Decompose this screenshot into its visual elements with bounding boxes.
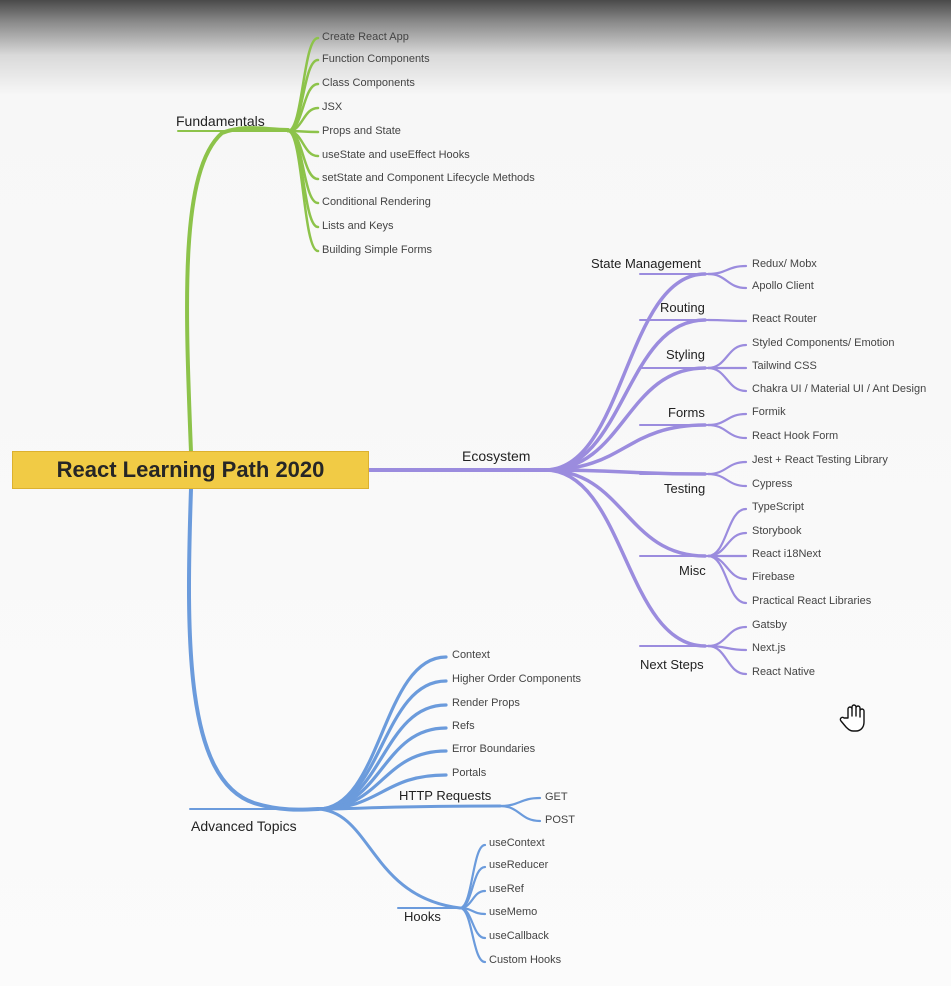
leaf-props-and-state[interactable]: Props and State (322, 125, 401, 137)
leaf-practical-react-libraries[interactable]: Practical React Libraries (752, 595, 872, 607)
ecosystem-connector (543, 318, 707, 472)
leaf-lists-and-keys[interactable]: Lists and Keys (322, 220, 394, 232)
leaf-higher-order-components[interactable]: Higher Order Components (452, 673, 582, 685)
leaf-setstate-and-component-lifecycle-methods[interactable]: setState and Component Lifecycle Methods (322, 172, 535, 184)
leaf-portals[interactable]: Portals (452, 767, 487, 779)
branch-ecosystem[interactable]: Ecosystem (462, 448, 531, 464)
hand-pointer-icon (839, 704, 865, 732)
ecosystem-connector (543, 468, 707, 558)
leaf-typescript[interactable]: TypeScript (752, 501, 804, 513)
leaf-refs[interactable]: Refs (452, 720, 475, 732)
leaf-jsx[interactable]: JSX (322, 101, 343, 113)
leaf-context[interactable]: Context (452, 649, 490, 661)
leaf-formik[interactable]: Formik (752, 406, 786, 418)
leaf-next-js[interactable]: Next.js (752, 642, 786, 654)
sub-routing[interactable]: Routing (660, 300, 705, 315)
leaf-useref[interactable]: useRef (489, 883, 524, 895)
sub-testing[interactable]: Testing (664, 481, 706, 496)
sub-forms[interactable]: Forms (668, 405, 705, 420)
leaf-usereducer[interactable]: useReducer (489, 859, 549, 871)
sub-misc[interactable]: Misc (679, 563, 706, 578)
advanced-connector (316, 807, 462, 910)
ecosystem-leaf-connector (706, 423, 748, 440)
ecosystem-connector (543, 423, 707, 472)
leaf-tailwind-css[interactable]: Tailwind CSS (752, 360, 817, 372)
advanced-connector (316, 804, 502, 811)
leaf-redux-mobx[interactable]: Redux/ Mobx (752, 258, 817, 270)
ecosystem-connector (543, 366, 707, 472)
leaf-styled-components-emotion[interactable]: Styled Components/ Emotion (752, 337, 895, 349)
branch-advanced-topics[interactable]: Advanced Topics (191, 818, 297, 834)
leaf-usestate-and-useeffect-hooks[interactable]: useState and useEffect Hooks (322, 149, 470, 161)
advanced-leaf-connector (458, 906, 487, 964)
leaf-render-props[interactable]: Render Props (452, 697, 520, 709)
leaf-chakra-ui-material-ui-ant-design[interactable]: Chakra UI / Material UI / Ant Design (752, 383, 927, 395)
leaf-usecallback[interactable]: useCallback (489, 930, 549, 942)
leaf-apollo-client[interactable]: Apollo Client (752, 280, 814, 292)
advanced-leaf-connector (498, 804, 542, 823)
leaf-react-i18next[interactable]: React i18Next (752, 548, 822, 560)
ecosystem-connector (543, 272, 707, 472)
ecosystem-leaf-connector (706, 366, 748, 393)
leaf-firebase[interactable]: Firebase (752, 571, 795, 583)
leaf-usecontext[interactable]: useContext (489, 837, 545, 849)
leaf-custom-hooks[interactable]: Custom Hooks (489, 954, 562, 966)
leaf-storybook[interactable]: Storybook (752, 525, 802, 537)
sub-next-steps[interactable]: Next Steps (640, 657, 704, 672)
sub-hooks[interactable]: Hooks (404, 909, 441, 924)
sub-styling[interactable]: Styling (666, 347, 706, 362)
fundamentals-trunk-line (185, 126, 290, 454)
ecosystem-leaf-connector (706, 272, 748, 290)
leaf-create-react-app[interactable]: Create React App (322, 31, 409, 43)
sub-state-management[interactable]: State Management (591, 256, 701, 271)
leaf-class-components[interactable]: Class Components (322, 77, 415, 89)
leaf-react-native[interactable]: React Native (752, 666, 815, 678)
leaf-react-hook-form[interactable]: React Hook Form (752, 430, 839, 442)
ecosystem-connector (543, 468, 707, 648)
root-node[interactable]: React Learning Path 2020 (12, 451, 369, 489)
fundamentals-connector (286, 129, 320, 253)
leaf-function-components[interactable]: Function Components (322, 53, 430, 65)
leaf-building-simple-forms[interactable]: Building Simple Forms (322, 244, 433, 256)
ecosystem-leaf-connector (706, 318, 748, 323)
branch-fundamentals[interactable]: Fundamentals (176, 113, 265, 129)
leaf-gatsby[interactable]: Gatsby (752, 619, 787, 631)
ecosystem-leaf-connector (706, 472, 748, 488)
leaf-get[interactable]: GET (545, 791, 568, 803)
sub-http-requests[interactable]: HTTP Requests (399, 788, 492, 803)
leaf-post[interactable]: POST (545, 814, 575, 826)
leaf-usememo[interactable]: useMemo (489, 906, 538, 918)
ecosystem-leaf-connector (706, 554, 748, 605)
leaf-jest-react-testing-library[interactable]: Jest + React Testing Library (752, 454, 888, 466)
ecosystem-leaf-connector (706, 644, 748, 676)
leaf-react-router[interactable]: React Router (752, 313, 817, 325)
leaf-conditional-rendering[interactable]: Conditional Rendering (322, 196, 431, 208)
leaf-error-boundaries[interactable]: Error Boundaries (452, 743, 536, 755)
leaf-cypress[interactable]: Cypress (752, 478, 793, 490)
